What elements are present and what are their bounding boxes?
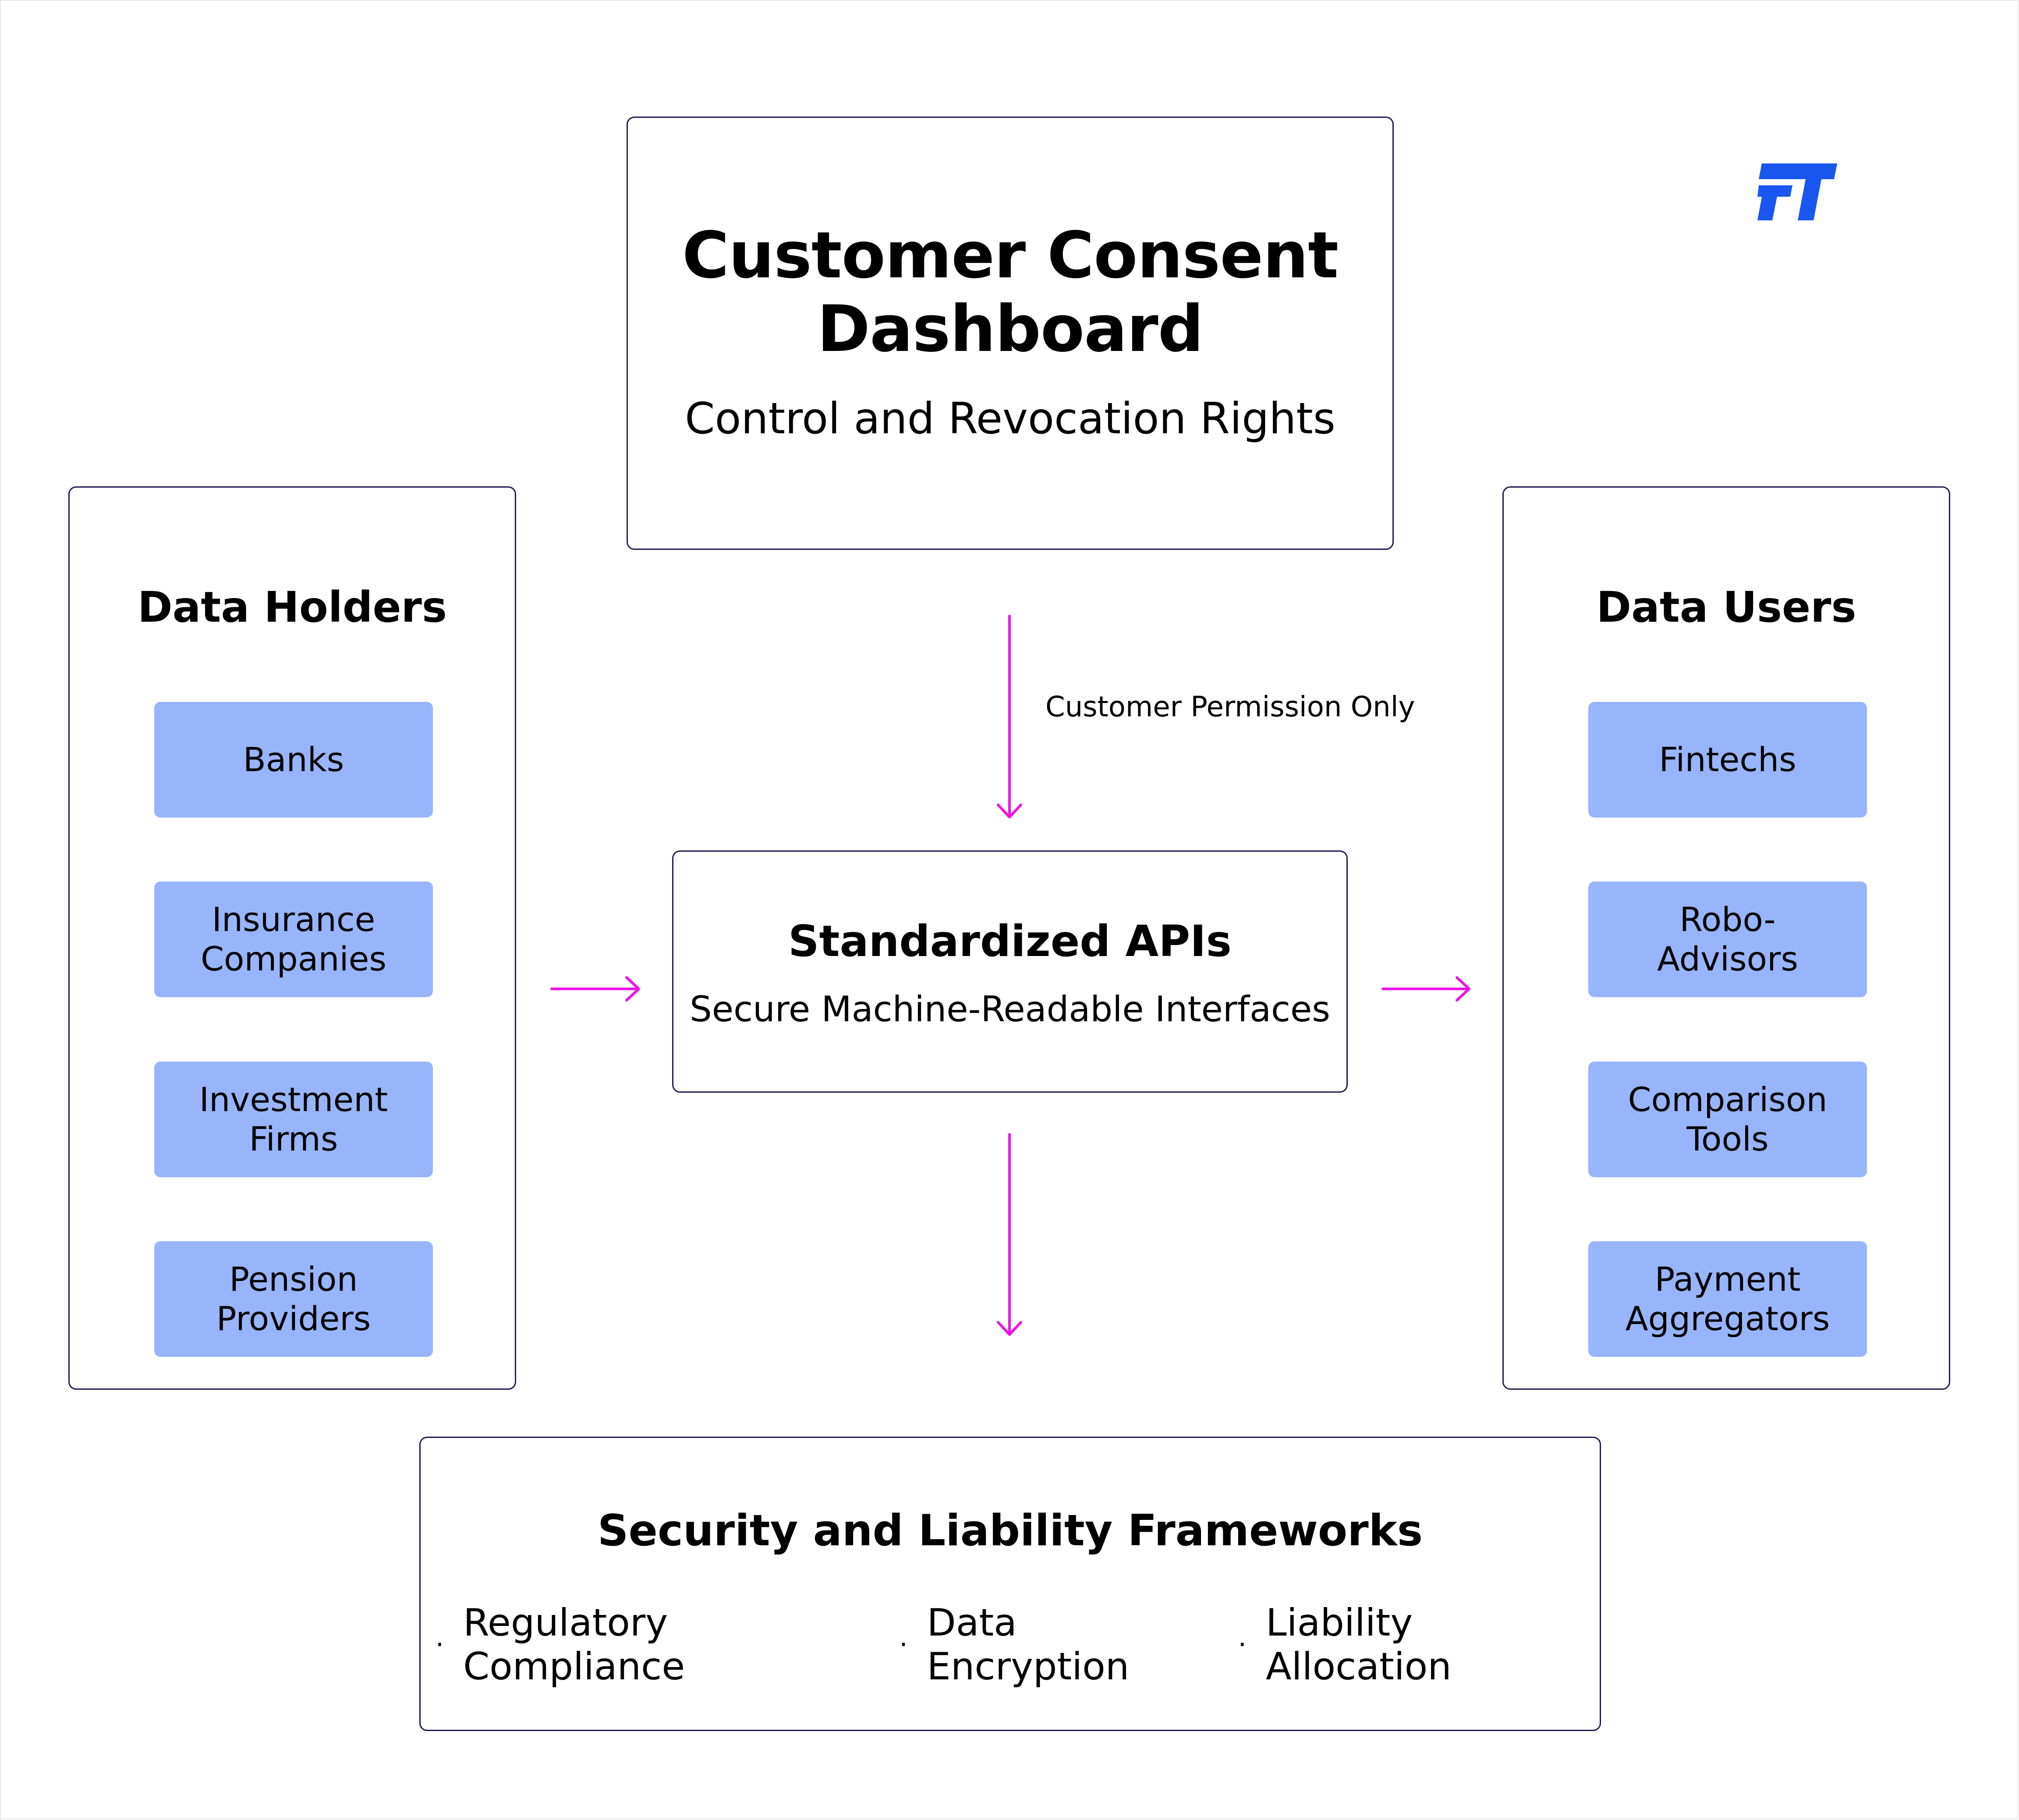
chip-line: Aggregators [1625, 1299, 1830, 1338]
framework-item-label: Data Encryption [927, 1601, 1130, 1689]
holder-item-banks: Banks [154, 702, 433, 818]
data-users-panel: Data Users Fintechs Robo- Advisors Compa… [1502, 486, 1950, 1390]
holder-item-pension-providers: Pension Providers [154, 1241, 433, 1357]
chip-line: Companies [200, 939, 387, 978]
chip-line: Tools [1686, 1119, 1769, 1158]
framework-item-label: Liability Allocation [1265, 1601, 1452, 1689]
data-users-title: Data Users [1596, 583, 1856, 632]
arrow-dashboard-to-apis [997, 615, 1022, 818]
framework-item: · Liability Allocation [1238, 1601, 1585, 1689]
chip-line: Banks [243, 740, 344, 779]
security-liability-frameworks-box: Security and Liability Frameworks · Regu… [419, 1437, 1601, 1731]
apis-subtitle: Secure Machine-Readable Interfaces [690, 989, 1330, 1030]
dashboard-title-line2: Dashboard [817, 292, 1204, 366]
user-item-comparison-tools: Comparison Tools [1588, 1062, 1867, 1177]
framework-item: · Data Encryption [899, 1601, 1208, 1689]
holder-item-investment-firms: Investment Firms [154, 1062, 433, 1177]
chip-line: Fintechs [1659, 740, 1796, 779]
chip-line: Providers [216, 1299, 371, 1338]
frameworks-list: · Regulatory Compliance · Data Encryptio… [421, 1601, 1600, 1689]
user-item-robo-advisors: Robo- Advisors [1588, 882, 1867, 997]
chip-line: Robo- [1679, 900, 1776, 939]
user-item-fintechs: Fintechs [1588, 702, 1867, 818]
holder-item-insurance-companies: Insurance Companies [154, 882, 433, 997]
customer-consent-dashboard-box: Customer Consent Dashboard Control and R… [627, 117, 1394, 550]
chip-line: Insurance [212, 900, 375, 939]
arrow-apis-to-frameworks [997, 1133, 1022, 1336]
dashboard-title-line1: Customer Consent [682, 218, 1339, 293]
framework-item-label: Regulatory Compliance [463, 1601, 685, 1689]
arrow-holders-to-apis [550, 976, 640, 1002]
chip-line: Pension [229, 1260, 358, 1299]
bullet-icon: · [899, 1629, 908, 1660]
chip-line: Firms [249, 1119, 338, 1158]
arrow-label-customer-permission: Customer Permission Only [1045, 691, 1415, 723]
chip-line: Comparison [1628, 1080, 1828, 1119]
ft-logo-icon [1757, 163, 1837, 220]
dashboard-subtitle: Control and Revocation Rights [685, 394, 1335, 444]
framework-item: · Regulatory Compliance [436, 1601, 869, 1689]
data-holders-panel: Data Holders Banks Insurance Companies I… [68, 486, 516, 1390]
chip-line: Payment [1654, 1260, 1801, 1299]
dashboard-title: Customer Consent Dashboard [628, 219, 1392, 366]
bullet-icon: · [1238, 1629, 1247, 1660]
chip-line: Advisors [1657, 939, 1798, 978]
data-holders-title: Data Holders [137, 583, 447, 632]
bullet-icon: · [436, 1629, 444, 1660]
user-item-payment-aggregators: Payment Aggregators [1588, 1241, 1867, 1357]
apis-title: Standardized APIs [788, 917, 1232, 967]
arrow-apis-to-users [1381, 976, 1470, 1002]
chip-line: Investment [199, 1080, 388, 1119]
standardized-apis-box: Standardized APIs Secure Machine-Readabl… [672, 850, 1348, 1093]
frameworks-title: Security and Liability Frameworks [597, 1506, 1423, 1556]
